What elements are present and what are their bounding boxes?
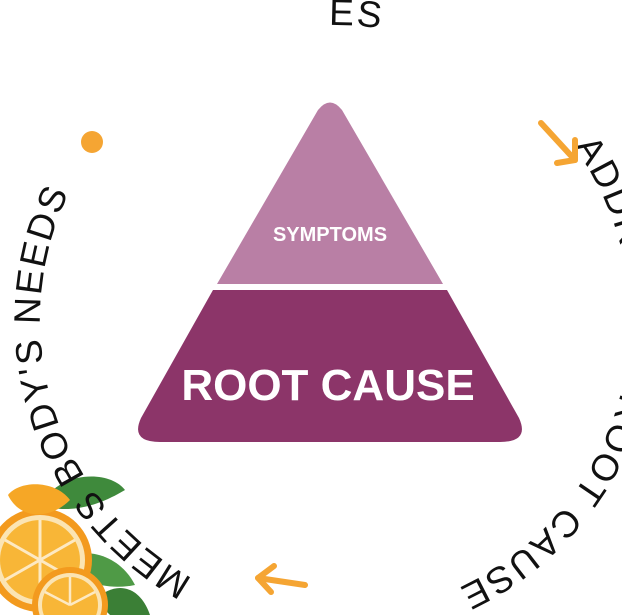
arrow-left-icon [258, 566, 305, 592]
symptoms-label: SYMPTOMS [273, 224, 387, 246]
arrow-right-down-icon [541, 123, 575, 163]
pyramid-top-symptoms [217, 103, 443, 285]
separator-dot-icon [81, 131, 103, 153]
step-nature-produces: NATURE PRODUCES [0, 0, 386, 36]
pyramid: SYMPTOMS ROOT CAUSE [138, 103, 522, 443]
cycle-text-ring: NATURE PRODUCES [0, 0, 386, 36]
root-cause-label: ROOT CAUSE [181, 361, 474, 410]
